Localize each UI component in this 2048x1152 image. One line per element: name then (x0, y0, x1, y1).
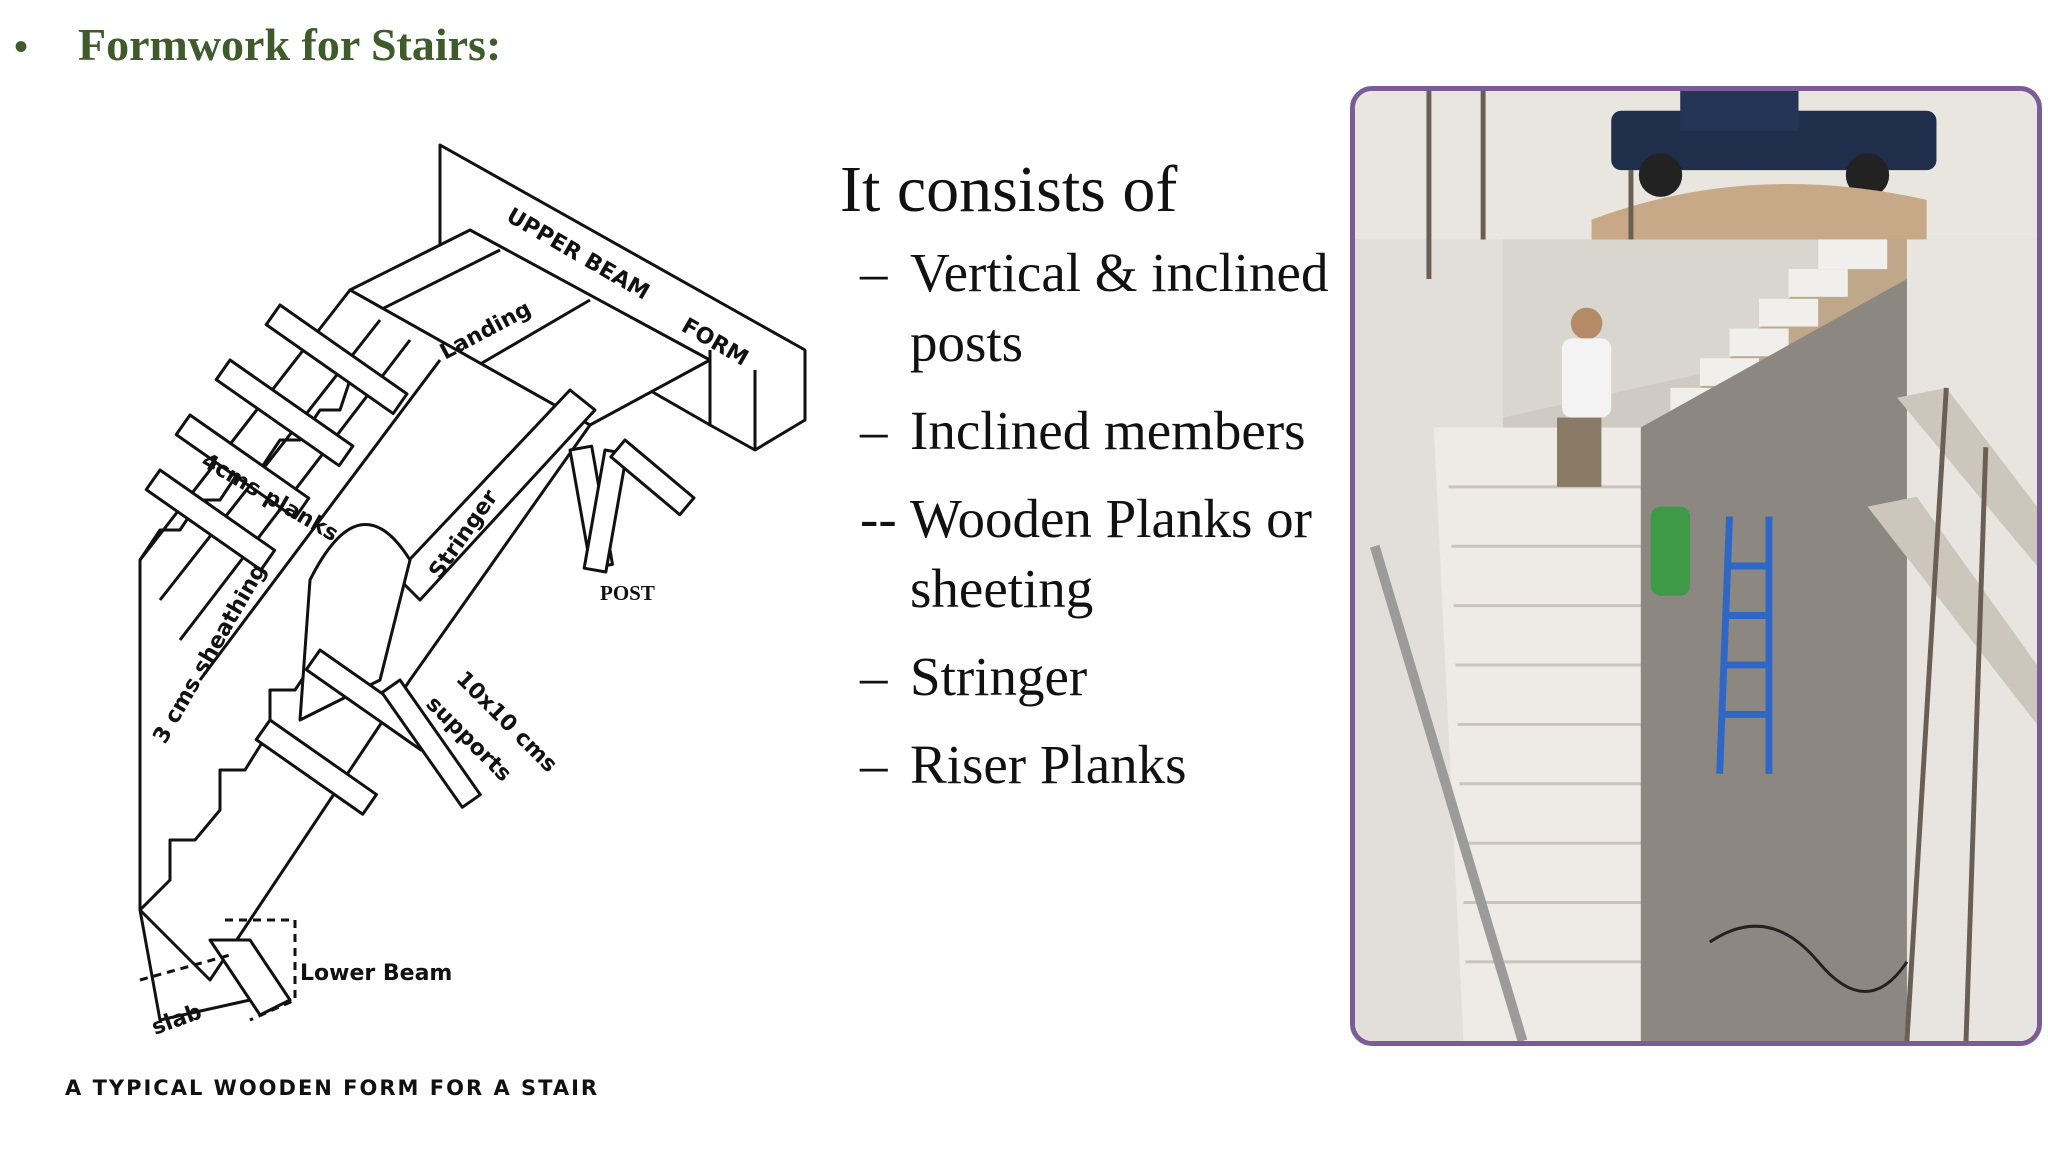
list-item-text: Stringer (910, 646, 1088, 707)
ledger-4 (144, 468, 277, 572)
list-item-text: Inclined members (910, 400, 1306, 461)
construction-photo-icon (1355, 91, 2037, 1041)
heading-bullet: • (14, 24, 29, 69)
construction-photo (1350, 86, 2042, 1046)
post-label: POST (600, 581, 655, 605)
stair-formwork-drawing: UPPER BEAM FORM Landing 4cms planks Stri… (65, 143, 807, 1100)
list-marker: – (860, 734, 888, 795)
list-item: –Riser Planks (840, 730, 1360, 800)
post-3 (609, 438, 696, 517)
lower-step-profile (138, 659, 317, 912)
list-marker: – (860, 242, 888, 303)
slab-edge (138, 909, 251, 1022)
list-item-text: Vertical & inclined posts (910, 242, 1329, 373)
list-item: –Stringer (840, 642, 1360, 712)
lower-beam (208, 938, 292, 1017)
heading-text: Formwork for Stairs: (78, 19, 502, 70)
list-item: –Vertical & inclined posts (840, 238, 1360, 378)
diagram-caption: A TYPICAL WOODEN FORM FOR A STAIR (65, 1076, 599, 1100)
support-3 (380, 678, 482, 809)
list-item-text: Riser Planks (910, 734, 1187, 795)
ledger-1 (174, 413, 311, 520)
list-marker: -- (860, 488, 897, 549)
list-item: --Wooden Planks or sheeting (840, 484, 1360, 624)
list-marker: – (860, 646, 888, 707)
component-items: –Vertical & inclined posts –Inclined mem… (840, 238, 1360, 800)
list-intro: It consists of (840, 153, 1178, 226)
ledger-2 (214, 358, 355, 468)
list-item: –Inclined members (840, 396, 1360, 466)
lower-beam-label: Lower Beam (300, 961, 452, 986)
ledger-3 (264, 303, 409, 416)
components-list: It consists of –Vertical & inclined post… (840, 150, 1360, 818)
slide-heading: • Formwork for Stairs: (14, 18, 501, 71)
list-item-text: Wooden Planks or sheeting (910, 488, 1312, 619)
list-marker: – (860, 400, 888, 461)
stringer (393, 388, 597, 602)
stair-formwork-diagram: UPPER BEAM FORM Landing 4cms planks Stri… (50, 120, 840, 1110)
support-2 (254, 718, 378, 816)
